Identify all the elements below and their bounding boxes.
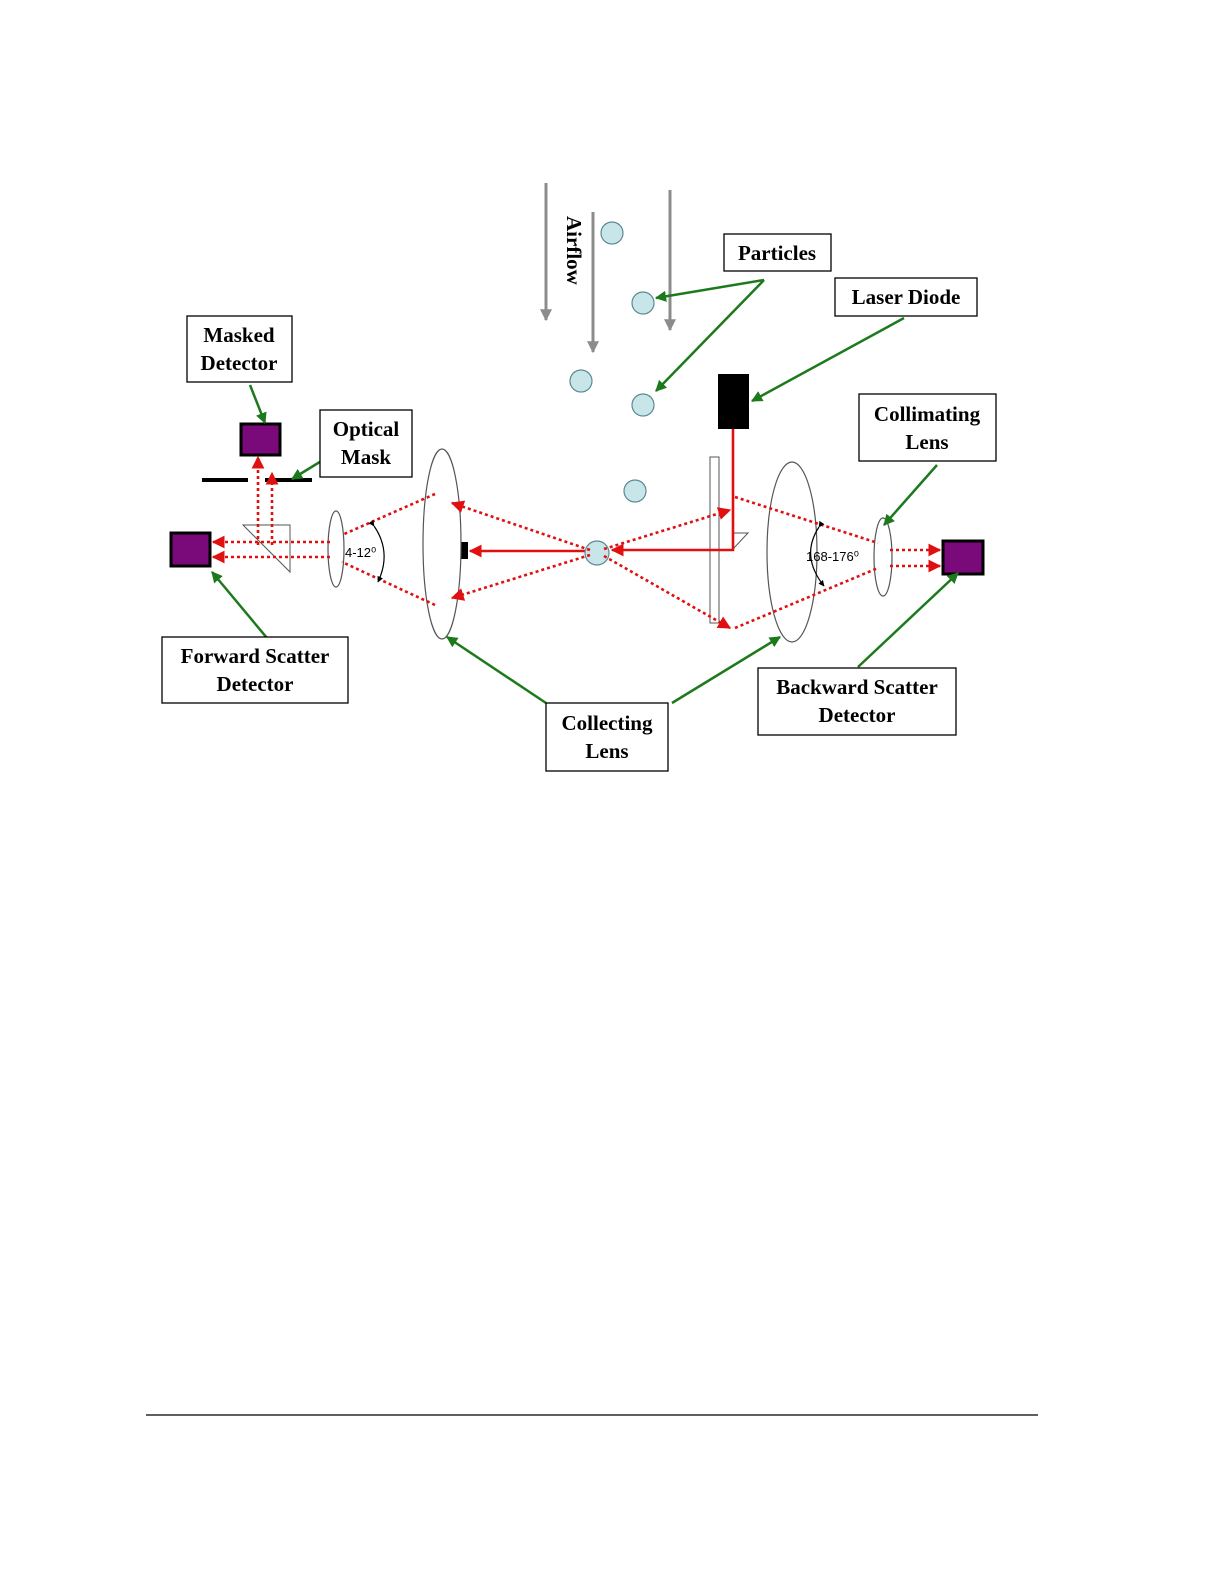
forward-scatter-detector-label-line2: Detector	[217, 672, 294, 696]
laser-diode-label: Laser Diode	[852, 285, 961, 309]
laser-diode-label-box: Laser Diode	[835, 278, 977, 316]
particle	[632, 394, 654, 416]
backward-scatter-detector-label-line1: Backward Scatter	[776, 675, 938, 699]
masked-detector-label-line1: Masked	[203, 323, 274, 347]
forward-angle-label: 4-12⁰	[345, 545, 376, 560]
particles-label-box: Particles	[724, 234, 831, 271]
laser-diode	[718, 374, 749, 429]
airflow-label: Airflow	[562, 216, 586, 286]
forward-scatter-detector-label-line1: Forward Scatter	[181, 644, 330, 668]
optical-mask-label-line2: Mask	[341, 445, 391, 469]
forward-scatter-detector-label-box: Forward Scatter Detector	[162, 637, 348, 703]
beam-splitter-prism	[243, 525, 290, 572]
particle	[601, 222, 623, 244]
collecting-lens-left	[423, 449, 461, 639]
particle	[632, 292, 654, 314]
scattering-particle	[585, 541, 609, 565]
turning-prism	[733, 533, 748, 549]
backward-scatter-detector-label-line2: Detector	[819, 703, 896, 727]
collimating-lens-label-line1: Collimating	[874, 402, 981, 426]
forward-scatter-detector	[171, 533, 210, 566]
optical-mask-label-line1: Optical	[333, 417, 400, 441]
collimating-lens-label-box: Collimating Lens	[859, 394, 996, 461]
collimating-lens-label-line2: Lens	[905, 430, 948, 454]
mirror-plate	[710, 457, 719, 623]
optical-mask-label-box: Optical Mask	[320, 410, 412, 477]
focusing-lens-left	[328, 511, 344, 587]
collecting-lens-label-line2: Lens	[585, 739, 628, 763]
particle	[624, 480, 646, 502]
particle	[570, 370, 592, 392]
masked-detector-label-box: Masked Detector	[187, 316, 292, 382]
masked-detector	[241, 424, 280, 455]
collecting-lens-label-line1: Collecting	[562, 711, 653, 735]
masked-detector-label-line2: Detector	[201, 351, 278, 375]
particles-label: Particles	[738, 241, 816, 265]
collimating-lens	[874, 518, 892, 596]
backward-angle-label: 168-176⁰	[806, 549, 859, 564]
backward-scatter-detector-label-box: Backward Scatter Detector	[758, 668, 956, 735]
collecting-lens-label-box: Collecting Lens	[546, 703, 668, 771]
backward-scatter-detector	[943, 541, 983, 574]
